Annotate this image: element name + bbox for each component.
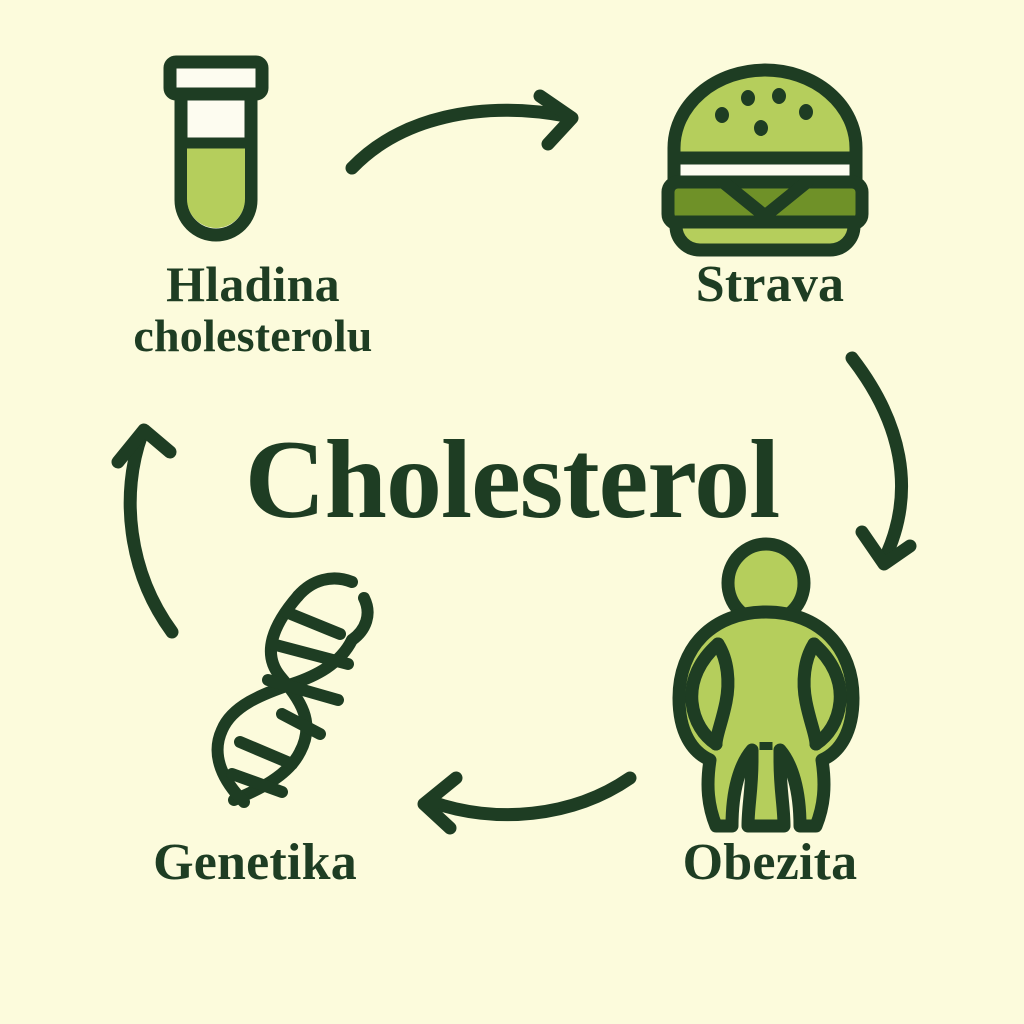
test-tube-icon [163,55,269,242]
arrow-level-to-diet [345,89,579,175]
node-label-diet: Strava [695,256,845,313]
arrow-diet-to-obesity [845,351,917,571]
node-label-cholesterol-level-line2: cholesterolu [133,310,373,361]
dna-helix-icon [211,572,374,808]
arrow-genetics-to-level [111,423,179,639]
obese-person-icon [672,537,860,833]
node-label-cholesterol-level: Hladina cholesterolu [48,258,458,360]
node-label-cholesterol-level-line1: Hladina [166,256,340,312]
arrow-obesity-to-genetics [417,771,637,835]
center-title: Cholesterol [244,418,780,542]
sesame-seeds [715,88,813,136]
burger-icon [661,63,869,257]
node-label-obesity: Obezita [682,834,858,891]
node-label-genetics: Genetika [153,834,357,891]
